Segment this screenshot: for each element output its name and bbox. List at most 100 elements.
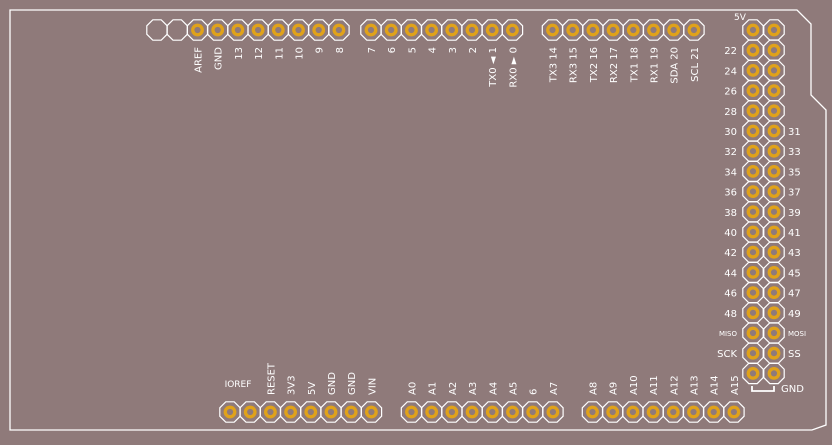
pin-hole [469, 408, 476, 416]
pin-outline [461, 401, 483, 423]
pin-7 [683, 19, 705, 41]
pin-hole [428, 26, 435, 34]
pin-3 [420, 19, 443, 41]
pin-0 [219, 401, 241, 423]
pin-hole [749, 148, 757, 155]
pin-hole [770, 148, 778, 155]
pin-label-left: 44 [724, 268, 737, 279]
pin-label: A15 [730, 375, 741, 395]
pin-outline [622, 401, 644, 423]
pin-outline [481, 19, 503, 41]
pin-left-17 [742, 362, 764, 385]
pin-outline [541, 19, 564, 41]
right-header-gnd-label: GND [781, 384, 804, 395]
pin-0 [186, 19, 209, 41]
pin-outline [420, 401, 443, 423]
pin-right-17 [763, 362, 785, 385]
pin-label: 7 [367, 47, 378, 53]
pin-hole [749, 26, 757, 34]
pin-2 [400, 19, 423, 41]
pin-5 [461, 19, 483, 41]
pin-label: 12 [254, 47, 265, 60]
pin-hole [770, 249, 778, 256]
pin-label: A9 [609, 382, 620, 395]
pin-label-right: SS [788, 349, 801, 360]
pin-4 [662, 401, 685, 423]
pin-hole [749, 87, 757, 94]
pin-label-left: 32 [724, 147, 737, 158]
pin-hole [255, 26, 262, 34]
pin-label: TX3 14 [549, 47, 560, 83]
pin-outline [400, 401, 423, 423]
pin-label: A7 [549, 382, 560, 395]
pin-hole [770, 26, 778, 34]
pin-hole [749, 309, 757, 316]
pin-hole [749, 228, 757, 236]
pin-outline [501, 19, 524, 41]
pin-hole [770, 329, 778, 337]
pin-hole [408, 408, 415, 416]
pin-hole [770, 309, 778, 316]
pin-hole [348, 408, 355, 416]
pin-hole [307, 408, 314, 416]
pin-hole [589, 26, 597, 34]
pin-label-left: 28 [724, 107, 737, 118]
pin-5 [642, 19, 665, 41]
pin-hole [549, 26, 556, 34]
pin-1 [239, 401, 261, 423]
pin-label: A3 [468, 382, 479, 395]
pin-6 [521, 401, 544, 423]
pin-outline [682, 401, 705, 423]
pin-3 [602, 19, 624, 41]
pin-5 [287, 19, 310, 41]
pin-label: 6 [529, 389, 540, 395]
pin-hole [509, 26, 516, 34]
ioref-label: IOREF [225, 380, 252, 390]
pin-outline [340, 401, 362, 423]
pin-label-right: MOSI [788, 330, 806, 338]
pin-label-left: SCK [717, 349, 737, 360]
pin-outline [702, 401, 725, 423]
pin-label-left: 36 [724, 188, 737, 199]
pin-hole [770, 127, 778, 135]
pin-hole [428, 408, 435, 416]
pin-hole [388, 26, 395, 34]
pin-hole [630, 26, 637, 34]
pin-7 [723, 401, 745, 423]
pin-hole [770, 370, 778, 377]
pin-5 [320, 401, 342, 423]
pin-hole [749, 47, 757, 54]
pin-5 [501, 401, 524, 423]
pin-4 [481, 401, 504, 423]
pin-label-left: 40 [724, 228, 737, 239]
pin-7 [542, 401, 564, 423]
pin-outline [227, 19, 249, 41]
pin-hole [468, 26, 476, 34]
pin-label: 5 [407, 47, 418, 53]
pin-right-0 [763, 19, 785, 41]
pin-outline [601, 401, 624, 423]
pin-hole [770, 269, 778, 276]
pin-1 [420, 401, 443, 423]
pin-label: 5V [307, 382, 318, 395]
pin-outline [267, 19, 290, 41]
pin-hole [408, 26, 415, 34]
pin-4 [267, 19, 290, 41]
pin-label: GND [347, 372, 358, 395]
pin-outline [300, 401, 322, 423]
pin-hole [489, 408, 496, 416]
pin-0 [360, 19, 382, 41]
pin-label: 6 [387, 47, 398, 53]
pin-outline [602, 19, 624, 41]
pin-hole [629, 408, 637, 416]
pin-6 [481, 19, 503, 41]
pin-hole [315, 26, 322, 34]
pin-outline [742, 362, 764, 385]
pin-hole [295, 26, 302, 34]
pin-label: A5 [509, 382, 520, 395]
pin-3 [247, 19, 269, 41]
